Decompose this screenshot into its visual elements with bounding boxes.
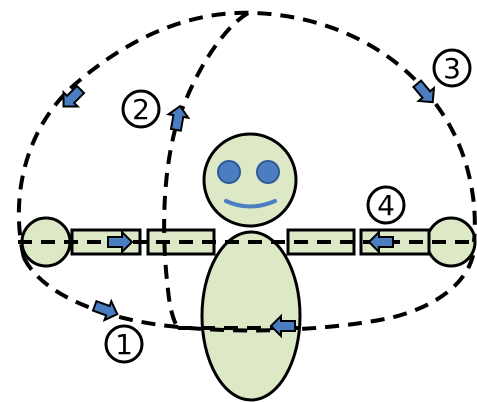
- torso: [200, 230, 302, 402]
- right-eye: [256, 160, 280, 184]
- inner-arc-path: [162, 11, 250, 330]
- left-eye: [217, 160, 241, 184]
- bottom-arc-path: [22, 249, 476, 333]
- label-1-text: 1: [115, 328, 133, 361]
- arrow-left-icon: [367, 229, 394, 255]
- arrow-down-left-icon: [62, 84, 86, 108]
- label-1: 1: [104, 324, 144, 364]
- arrow-down-right-icon: [412, 79, 436, 104]
- arrow-torso-left-icon: [269, 313, 296, 339]
- path-labels: 1 2 3 4: [104, 48, 472, 364]
- label-2: 2: [121, 89, 161, 129]
- mouth: [224, 199, 277, 209]
- label-4: 4: [366, 185, 406, 225]
- label-3-text: 3: [443, 52, 461, 85]
- arrow-bottom-right-icon: [91, 298, 119, 323]
- label-2-text: 2: [132, 93, 150, 126]
- head: [202, 132, 298, 228]
- label-4-text: 4: [377, 189, 395, 222]
- arrow-up-icon: [165, 104, 191, 132]
- direction-arrows: [62, 79, 436, 339]
- figure: [20, 132, 477, 402]
- label-3: 3: [432, 48, 472, 88]
- outer-arc-path: [16, 10, 477, 259]
- arrow-right-icon: [107, 229, 134, 255]
